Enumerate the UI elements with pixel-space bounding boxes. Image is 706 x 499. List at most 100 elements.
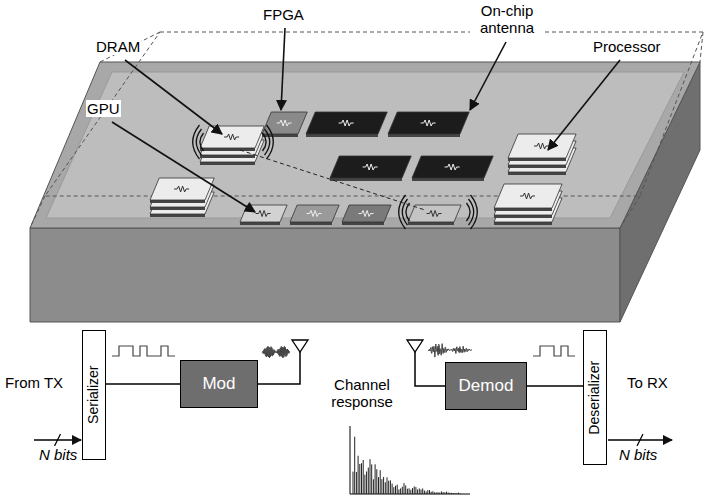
chip <box>150 178 214 217</box>
channel-label: Channel response <box>318 376 406 411</box>
signal-wire <box>527 385 583 387</box>
antenna-icon <box>339 120 354 126</box>
demodulator-box: Demod <box>445 362 527 410</box>
node-text: Serializer <box>86 366 101 424</box>
bus-width-tick <box>55 434 61 446</box>
chip <box>306 112 387 137</box>
chip-edge <box>494 215 552 218</box>
package-lid-edge <box>620 196 640 228</box>
part-label: DRAM <box>95 38 141 55</box>
antenna-icon <box>224 134 239 140</box>
radio-wave <box>471 195 478 229</box>
antenna-icon <box>520 193 535 199</box>
part-label: On-chip antenna <box>470 2 544 37</box>
chip-edge <box>200 155 255 158</box>
antenna-icon <box>421 120 436 126</box>
antenna-icon <box>534 143 549 149</box>
serializer-box: Serializer <box>82 330 106 460</box>
leader-arrow <box>548 60 620 150</box>
chip <box>240 205 287 225</box>
antenna-icon <box>359 211 374 217</box>
leader-arrow <box>112 122 255 212</box>
signal-label: N bits <box>38 446 78 463</box>
antenna-symbol <box>407 340 423 352</box>
received-signal <box>428 344 472 358</box>
part-label: FPGA <box>262 6 305 23</box>
square-wave <box>533 346 575 356</box>
package-lid-edge <box>30 196 45 228</box>
chip <box>200 126 264 165</box>
chip <box>508 134 576 175</box>
leader-arrow <box>125 60 222 134</box>
radio-wave <box>467 203 471 221</box>
package-lid-outline <box>45 32 703 196</box>
radio-wave <box>399 195 406 229</box>
chip-top <box>290 205 339 222</box>
chip-edge <box>342 222 384 225</box>
chip-top <box>262 112 307 134</box>
chip-edge <box>290 222 332 225</box>
deserializer-box: Deserializer <box>583 330 607 465</box>
antenna-feed <box>415 352 445 386</box>
chip-edge <box>412 178 484 181</box>
chip-edge <box>150 200 205 203</box>
chip-top <box>200 126 264 148</box>
chip-edge <box>388 134 460 137</box>
square-wave <box>112 346 175 356</box>
chip-edge <box>494 222 552 225</box>
antenna-symbol <box>292 340 308 352</box>
node-text: Demod <box>459 377 514 396</box>
chip-top <box>330 156 411 178</box>
chip-edge <box>408 222 454 225</box>
chip-edge <box>200 162 255 165</box>
chip-edge <box>306 134 378 137</box>
chip-top <box>508 134 576 158</box>
part-label: GPU <box>86 100 121 117</box>
chip-top <box>306 112 387 134</box>
signal-label: From TX <box>4 374 64 391</box>
chip <box>412 156 493 181</box>
antenna-icon <box>277 120 292 126</box>
chip <box>342 205 391 225</box>
modulator-box: Mod <box>180 360 258 408</box>
node-text: Deserializer <box>587 361 602 435</box>
signal-label: To RX <box>626 374 669 391</box>
bus-width-tick <box>637 434 643 446</box>
radio-wave <box>193 125 200 159</box>
chip-edge <box>150 214 205 217</box>
radio-wave <box>263 133 267 151</box>
modulated-signal <box>262 346 290 358</box>
chip <box>494 184 562 225</box>
chip-edge <box>150 207 205 210</box>
channel-impulse-response <box>353 437 460 494</box>
chip-edge <box>240 222 280 225</box>
radio-wave <box>200 133 204 151</box>
chip-edge <box>508 158 566 161</box>
leader-arrow <box>470 42 506 110</box>
antenna-icon <box>363 164 378 170</box>
chip-top <box>388 112 469 134</box>
signal-label: N bits <box>618 446 658 463</box>
antenna-icon <box>174 186 189 192</box>
chip <box>408 205 461 225</box>
plot-axes <box>350 426 470 494</box>
chip <box>388 112 469 137</box>
radio-wave <box>469 199 474 225</box>
radio-wave <box>267 125 274 159</box>
signal-wire <box>106 383 180 385</box>
wireless-link <box>240 150 425 210</box>
leader-arrow <box>281 28 285 110</box>
chip-top <box>412 156 493 178</box>
antenna-icon <box>256 211 271 217</box>
chip-top <box>150 178 214 200</box>
antenna-feed <box>258 352 300 384</box>
package-lid-edge <box>700 32 703 62</box>
chip <box>290 205 339 225</box>
antenna-icon <box>427 211 442 217</box>
substrate-front-face <box>30 228 620 322</box>
antenna-icon <box>307 211 322 217</box>
chip-edge <box>330 178 402 181</box>
radio-wave <box>406 203 410 221</box>
node-text: Mod <box>202 375 235 394</box>
